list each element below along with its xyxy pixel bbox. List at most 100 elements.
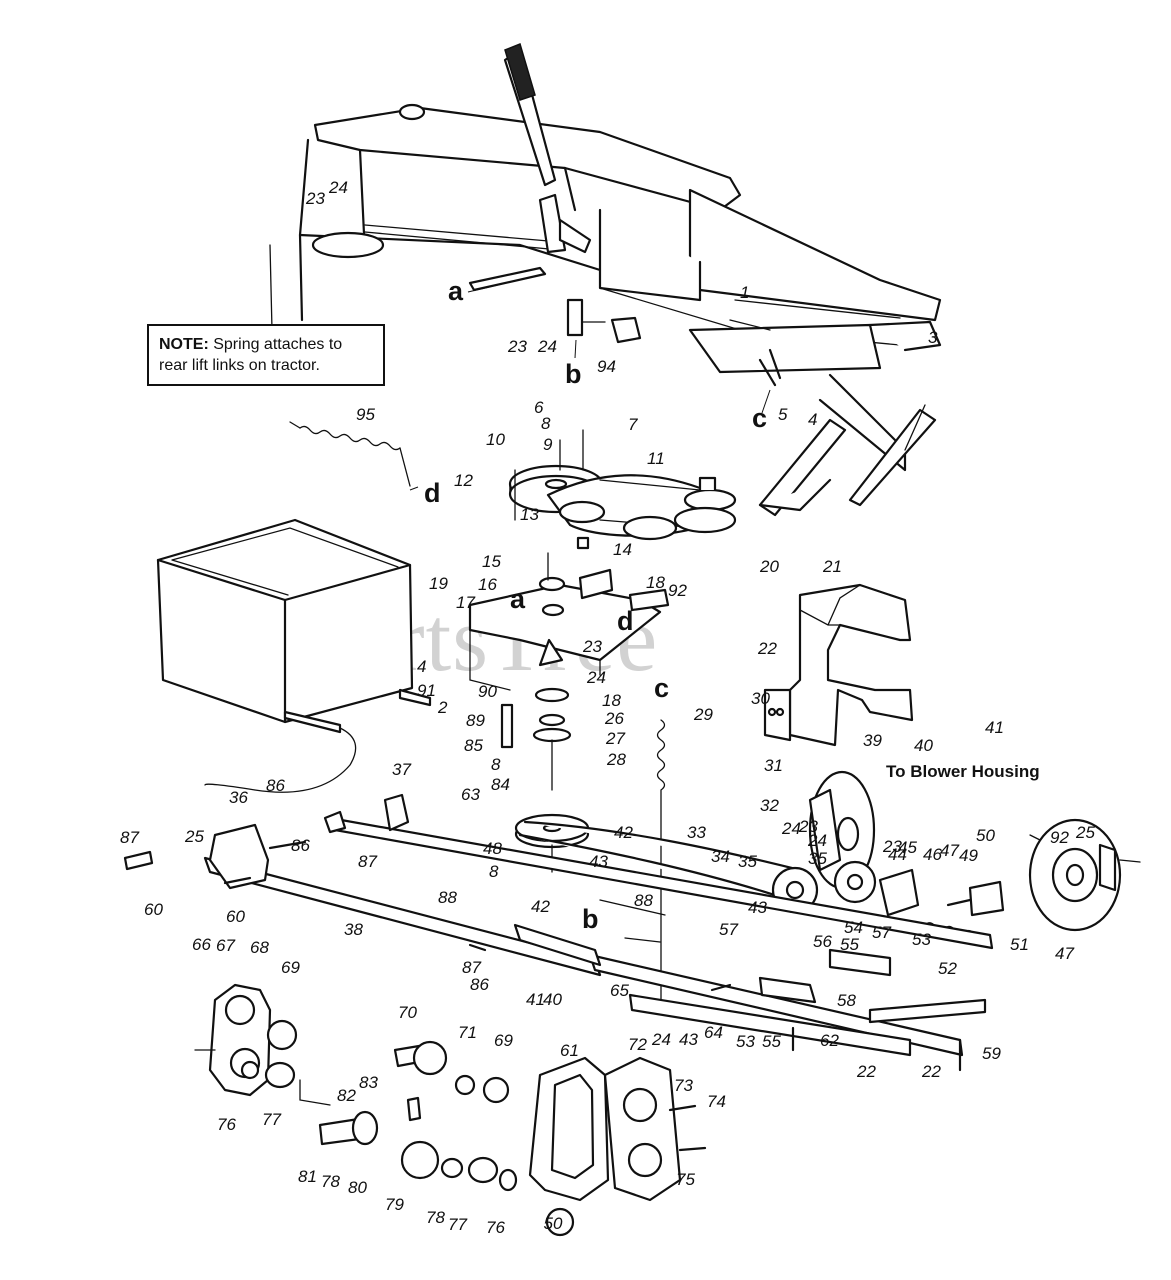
part-callout-42: 42 [614, 823, 633, 842]
part-callout-87: 87 [358, 852, 377, 871]
part-callout-47: 47 [940, 841, 959, 860]
part-callout-30: 30 [751, 689, 770, 708]
part-callout-64: 64 [704, 1023, 723, 1042]
part-callout-36: 36 [229, 788, 248, 807]
frame-rails [203, 810, 994, 1057]
part-callout-82: 82 [337, 1086, 356, 1105]
part-callout-85: 85 [464, 736, 483, 755]
gearbox-left [194, 983, 331, 1106]
part-callout-59: 59 [982, 1044, 1001, 1063]
part-callout-24: 24 [781, 819, 801, 838]
cross-rod-a [468, 266, 547, 292]
part-callout-76: 76 [486, 1218, 505, 1237]
part-callout-4: 4 [417, 657, 426, 676]
part-callout-6: 6 [534, 398, 544, 417]
part-callout-48: 48 [483, 839, 502, 858]
part-callout-92: 92 [1050, 828, 1069, 847]
part-callout-23: 23 [507, 337, 527, 356]
part-callout-34: 34 [711, 847, 730, 866]
part-callout-81: 81 [298, 1167, 317, 1186]
part-callout-55: 55 [840, 935, 859, 954]
part-callout-22: 22 [856, 1062, 876, 1081]
part-callout-3: 3 [928, 328, 938, 347]
part-callout-60: 60 [226, 907, 245, 926]
part-callout-86: 86 [266, 776, 285, 795]
part-callout-69: 69 [494, 1031, 513, 1050]
part-callout-5: 5 [778, 405, 788, 424]
part-callout-80: 80 [348, 1178, 367, 1197]
note-box: NOTE: Spring attaches to rear lift links… [147, 324, 385, 386]
part-callout-10: 10 [486, 430, 505, 449]
tractor-frame [269, 103, 942, 517]
part-callout-39: 39 [863, 731, 882, 750]
gasket-cover [528, 1056, 707, 1202]
part-callout-41: 41 [985, 718, 1004, 737]
part-callout-88: 88 [634, 891, 653, 910]
shaft-sprockets [318, 1040, 518, 1192]
part-callout-22: 22 [757, 639, 777, 658]
part-callout-35: 35 [808, 849, 827, 868]
part-callout-24: 24 [537, 337, 557, 356]
part-callout-23: 23 [882, 837, 902, 856]
part-callout-23: 23 [582, 637, 602, 656]
part-callout-33: 33 [687, 823, 706, 842]
part-callout-31: 31 [764, 756, 783, 775]
drive-belt-42 [518, 820, 802, 902]
part-callout-43: 43 [679, 1030, 698, 1049]
tension-bracket [878, 868, 920, 917]
part-callout-24: 24 [807, 831, 827, 850]
part-callout-17: 17 [456, 593, 475, 612]
part-callout-37: 37 [392, 760, 411, 779]
part-callout-25: 25 [1075, 823, 1095, 842]
reference-letter-d: d [617, 606, 634, 636]
part-callout-55: 55 [762, 1032, 781, 1051]
part-callout-49: 49 [959, 846, 978, 865]
part-callout-41: 41 [526, 990, 545, 1009]
part-callout-87: 87 [120, 828, 139, 847]
part-callout-91: 91 [417, 681, 436, 700]
part-callout-23: 23 [798, 817, 818, 836]
reference-letter-d: d [424, 478, 441, 508]
part-callout-21: 21 [822, 557, 842, 576]
part-callout-42: 42 [531, 897, 550, 916]
blower-housing-label: To Blower Housing [886, 762, 1040, 781]
part-callout-25: 25 [184, 827, 204, 846]
part-callout-24: 24 [651, 1030, 671, 1049]
part-callout-24: 24 [328, 178, 348, 197]
part-callout-18: 18 [602, 691, 621, 710]
part-callout-54: 54 [844, 918, 863, 937]
part-callout-32: 32 [760, 796, 779, 815]
part-callout-86: 86 [291, 836, 310, 855]
part-callout-1: 1 [740, 283, 749, 302]
part-callout-90: 90 [478, 682, 497, 701]
part-callout-71: 71 [458, 1023, 477, 1042]
part-callout-8: 8 [489, 862, 499, 881]
part-callout-9: 9 [543, 435, 553, 454]
part-callout-79: 79 [385, 1195, 404, 1214]
part-callout-72: 72 [628, 1035, 647, 1054]
part-callout-8: 8 [491, 755, 501, 774]
part-callout-58: 58 [837, 991, 856, 1010]
part-callout-63: 63 [461, 785, 480, 804]
reference-letter-c: c [654, 673, 669, 703]
part-callout-87: 87 [462, 958, 481, 977]
part-callout-69: 69 [281, 958, 300, 977]
part-callout-84: 84 [491, 775, 510, 794]
hopper-93 [156, 518, 432, 793]
part-callout-24: 24 [586, 668, 606, 687]
bracket-36 [208, 823, 270, 890]
part-callout-22: 22 [921, 1062, 941, 1081]
part-callout-94: 94 [597, 357, 616, 376]
part-callout-78: 78 [321, 1172, 340, 1191]
part-callout-89: 89 [466, 711, 485, 730]
part-callout-40: 40 [543, 990, 562, 1009]
part-callout-35: 35 [738, 852, 757, 871]
part-callout-47: 47 [1055, 944, 1074, 963]
part-callout-73: 73 [674, 1076, 693, 1095]
large-pulley-39 [808, 770, 876, 890]
part-callout-53: 53 [912, 930, 931, 949]
reference-letter-c: c [752, 403, 767, 433]
part-callout-23: 23 [305, 189, 325, 208]
